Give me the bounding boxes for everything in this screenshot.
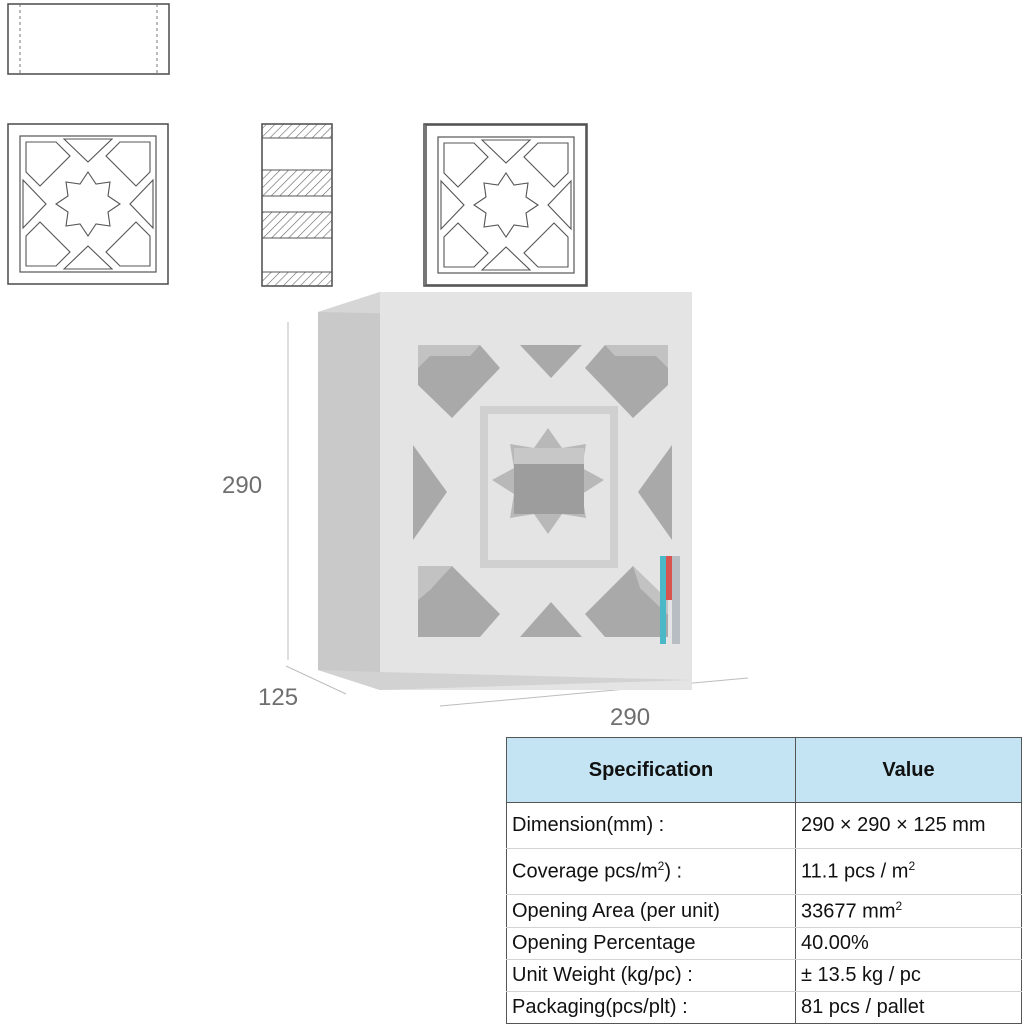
table-row: Dimension(mm) : 290 × 290 × 125 mm — [506, 802, 1022, 849]
spec-value: 33677 mm2 — [795, 894, 1022, 928]
table-row: Unit Weight (kg/pc) : ± 13.5 kg / pc — [506, 959, 1022, 992]
dimension-width-label: 290 — [610, 704, 651, 731]
front-view-drawing — [7, 123, 169, 285]
header-specification: Specification — [506, 737, 796, 803]
dimension-height-label: 290 — [222, 472, 263, 499]
breeze-block-3d — [318, 292, 692, 690]
dimension-lines — [285, 322, 749, 707]
spec-value: 40.00% — [795, 927, 1022, 960]
spec-label: Coverage pcs/m2) : — [506, 848, 796, 895]
spec-label: Dimension(mm) : — [506, 802, 796, 849]
table-header-row: Specification Value — [506, 737, 1022, 803]
table-row: Opening Area (per unit) 33677 mm2 — [506, 894, 1022, 928]
table-row: Opening Percentage 40.00% — [506, 927, 1022, 960]
top-view-drawing — [7, 3, 170, 75]
spec-value: ± 13.5 kg / pc — [795, 959, 1022, 992]
header-value: Value — [795, 737, 1022, 803]
dimension-depth-label: 125 — [258, 684, 299, 711]
brand-logo-watermark — [660, 556, 680, 644]
spec-value: 81 pcs / pallet — [795, 991, 1022, 1024]
back-view-drawing — [423, 123, 588, 287]
spec-label: Packaging(pcs/plt) : — [506, 991, 796, 1024]
spec-label: Opening Area (per unit) — [506, 894, 796, 928]
spec-value: 11.1 pcs / m2 — [795, 848, 1022, 895]
table-row: Packaging(pcs/plt) : 81 pcs / pallet — [506, 991, 1022, 1024]
table-row: Coverage pcs/m2) : 11.1 pcs / m2 — [506, 848, 1022, 895]
spec-label: Opening Percentage — [506, 927, 796, 960]
spec-value: 290 × 290 × 125 mm — [795, 802, 1022, 849]
specification-table: Specification Value Dimension(mm) : 290 … — [506, 737, 1022, 1024]
spec-label: Unit Weight (kg/pc) : — [506, 959, 796, 992]
side-section-drawing — [261, 123, 333, 287]
